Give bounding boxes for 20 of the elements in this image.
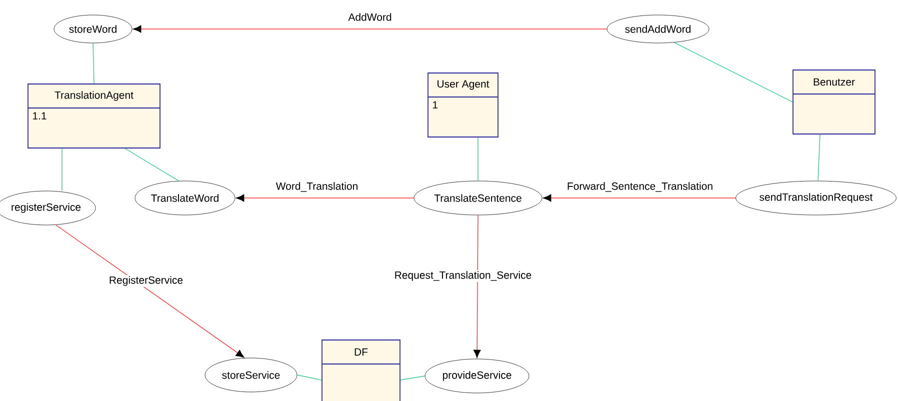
connector-line [400, 376, 426, 380]
connector-line [818, 134, 820, 182]
edge-label: AddWord [347, 12, 393, 22]
agent-box: DF [322, 340, 400, 401]
connector-line [124, 148, 180, 182]
edge-label: RegisterService [108, 275, 184, 287]
arrow [473, 214, 481, 358]
arrow [55, 224, 244, 358]
arrow [133, 25, 608, 33]
agent-box: TranslationAgent 1.1 [28, 84, 160, 148]
arrow [236, 194, 414, 202]
edge-label: Request_Translation_Service [393, 270, 533, 282]
agent-box: Benutzer [792, 70, 876, 134]
edge-label: Word_Translation [274, 181, 360, 193]
arrow [543, 194, 736, 202]
connector-line [92, 42, 94, 84]
connector-line [296, 374, 322, 380]
connector-line [674, 42, 793, 102]
edge-label: Forward_Sentence_Translation [566, 181, 714, 193]
agent-box: User Agent 1 [428, 72, 498, 138]
